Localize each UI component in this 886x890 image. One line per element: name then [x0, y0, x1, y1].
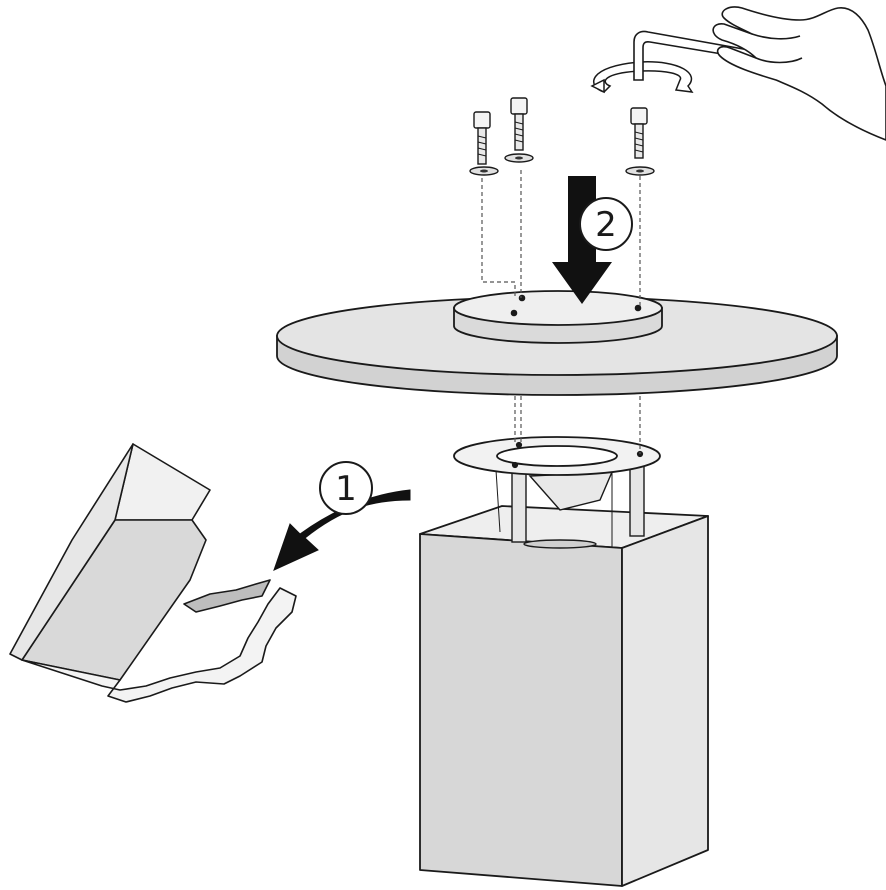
screw-icon: [511, 98, 527, 114]
step-2-number: 2: [595, 205, 617, 245]
mounting-ring: [454, 437, 660, 475]
base-column: [420, 506, 708, 886]
support-cone: [530, 472, 612, 510]
ring-hole-2: [513, 463, 517, 467]
support-rod-right: [630, 462, 644, 536]
support-rod-left: [512, 468, 526, 542]
screw-right: [631, 108, 647, 158]
screw-left: [474, 112, 490, 164]
hub-hole-1: [520, 296, 525, 301]
hub-top: [454, 291, 662, 325]
washer-hole: [636, 170, 644, 173]
washer-hole: [515, 157, 523, 160]
tabletop-disc: [277, 291, 837, 395]
screw-icon: [631, 108, 647, 124]
step-1-badge: 1: [320, 462, 372, 514]
base-side-face: [622, 516, 708, 886]
hub-hole-3: [636, 306, 641, 311]
base-front-face: [420, 534, 622, 886]
packaging-box: [10, 444, 296, 702]
screw-middle: [511, 98, 527, 150]
support-base-ring: [524, 540, 596, 548]
step-2-badge: 2: [580, 198, 632, 250]
hub-hole-2: [512, 311, 517, 316]
washer-hole: [480, 170, 488, 173]
packaging-torn-piece: [184, 580, 270, 612]
screw-icon: [474, 112, 490, 128]
step-1-number: 1: [335, 469, 357, 509]
hand-icon: [713, 7, 886, 140]
ring-hole-1: [517, 443, 521, 447]
